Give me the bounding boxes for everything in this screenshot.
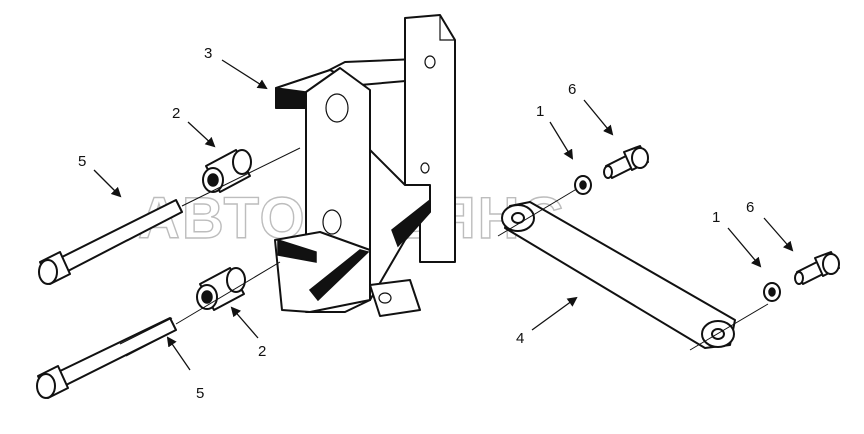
leader-arrow-6-upper (583, 99, 614, 136)
callout-label-3: 3 (204, 45, 212, 62)
washer-part-1-upper (574, 175, 592, 195)
leader-arrow-2-upper (187, 121, 216, 148)
callout-labels: 3 2 5 2 5 1 6 1 6 4 (78, 45, 754, 402)
spacer-part-2-lower (196, 267, 246, 311)
callout-label-5-upper: 5 (78, 153, 86, 170)
leader-arrow-5-lower (166, 336, 191, 371)
leader-arrow-4 (531, 296, 578, 331)
bolt-part-5-lower (36, 261, 281, 399)
washer-part-1-lower (763, 282, 781, 302)
leader-arrow-1-upper (549, 121, 574, 160)
leader-arrow-6-lower (763, 217, 794, 252)
callout-label-6-lower: 6 (746, 199, 754, 216)
leader-arrows (93, 59, 794, 371)
bolt-part-5-upper (38, 147, 301, 285)
callout-label-4: 4 (516, 330, 524, 347)
leader-arrow-3 (221, 59, 268, 90)
leader-arrow-1-lower (727, 227, 762, 268)
bracket-part-3 (274, 14, 456, 317)
callout-label-1-upper: 1 (536, 103, 544, 120)
leader-arrow-5-upper (93, 169, 122, 198)
callout-label-2-upper: 2 (172, 105, 180, 122)
callout-label-1-lower: 1 (712, 209, 720, 226)
leader-arrow-2-lower (230, 306, 259, 339)
spacer-part-2-upper (202, 149, 252, 193)
link-part-4 (497, 183, 769, 351)
callout-label-2-lower: 2 (258, 343, 266, 360)
callout-label-6-upper: 6 (568, 81, 576, 98)
bolt-part-6-upper (603, 145, 649, 179)
bolt-part-6-lower (794, 251, 840, 285)
callout-label-5-lower: 5 (196, 385, 204, 402)
